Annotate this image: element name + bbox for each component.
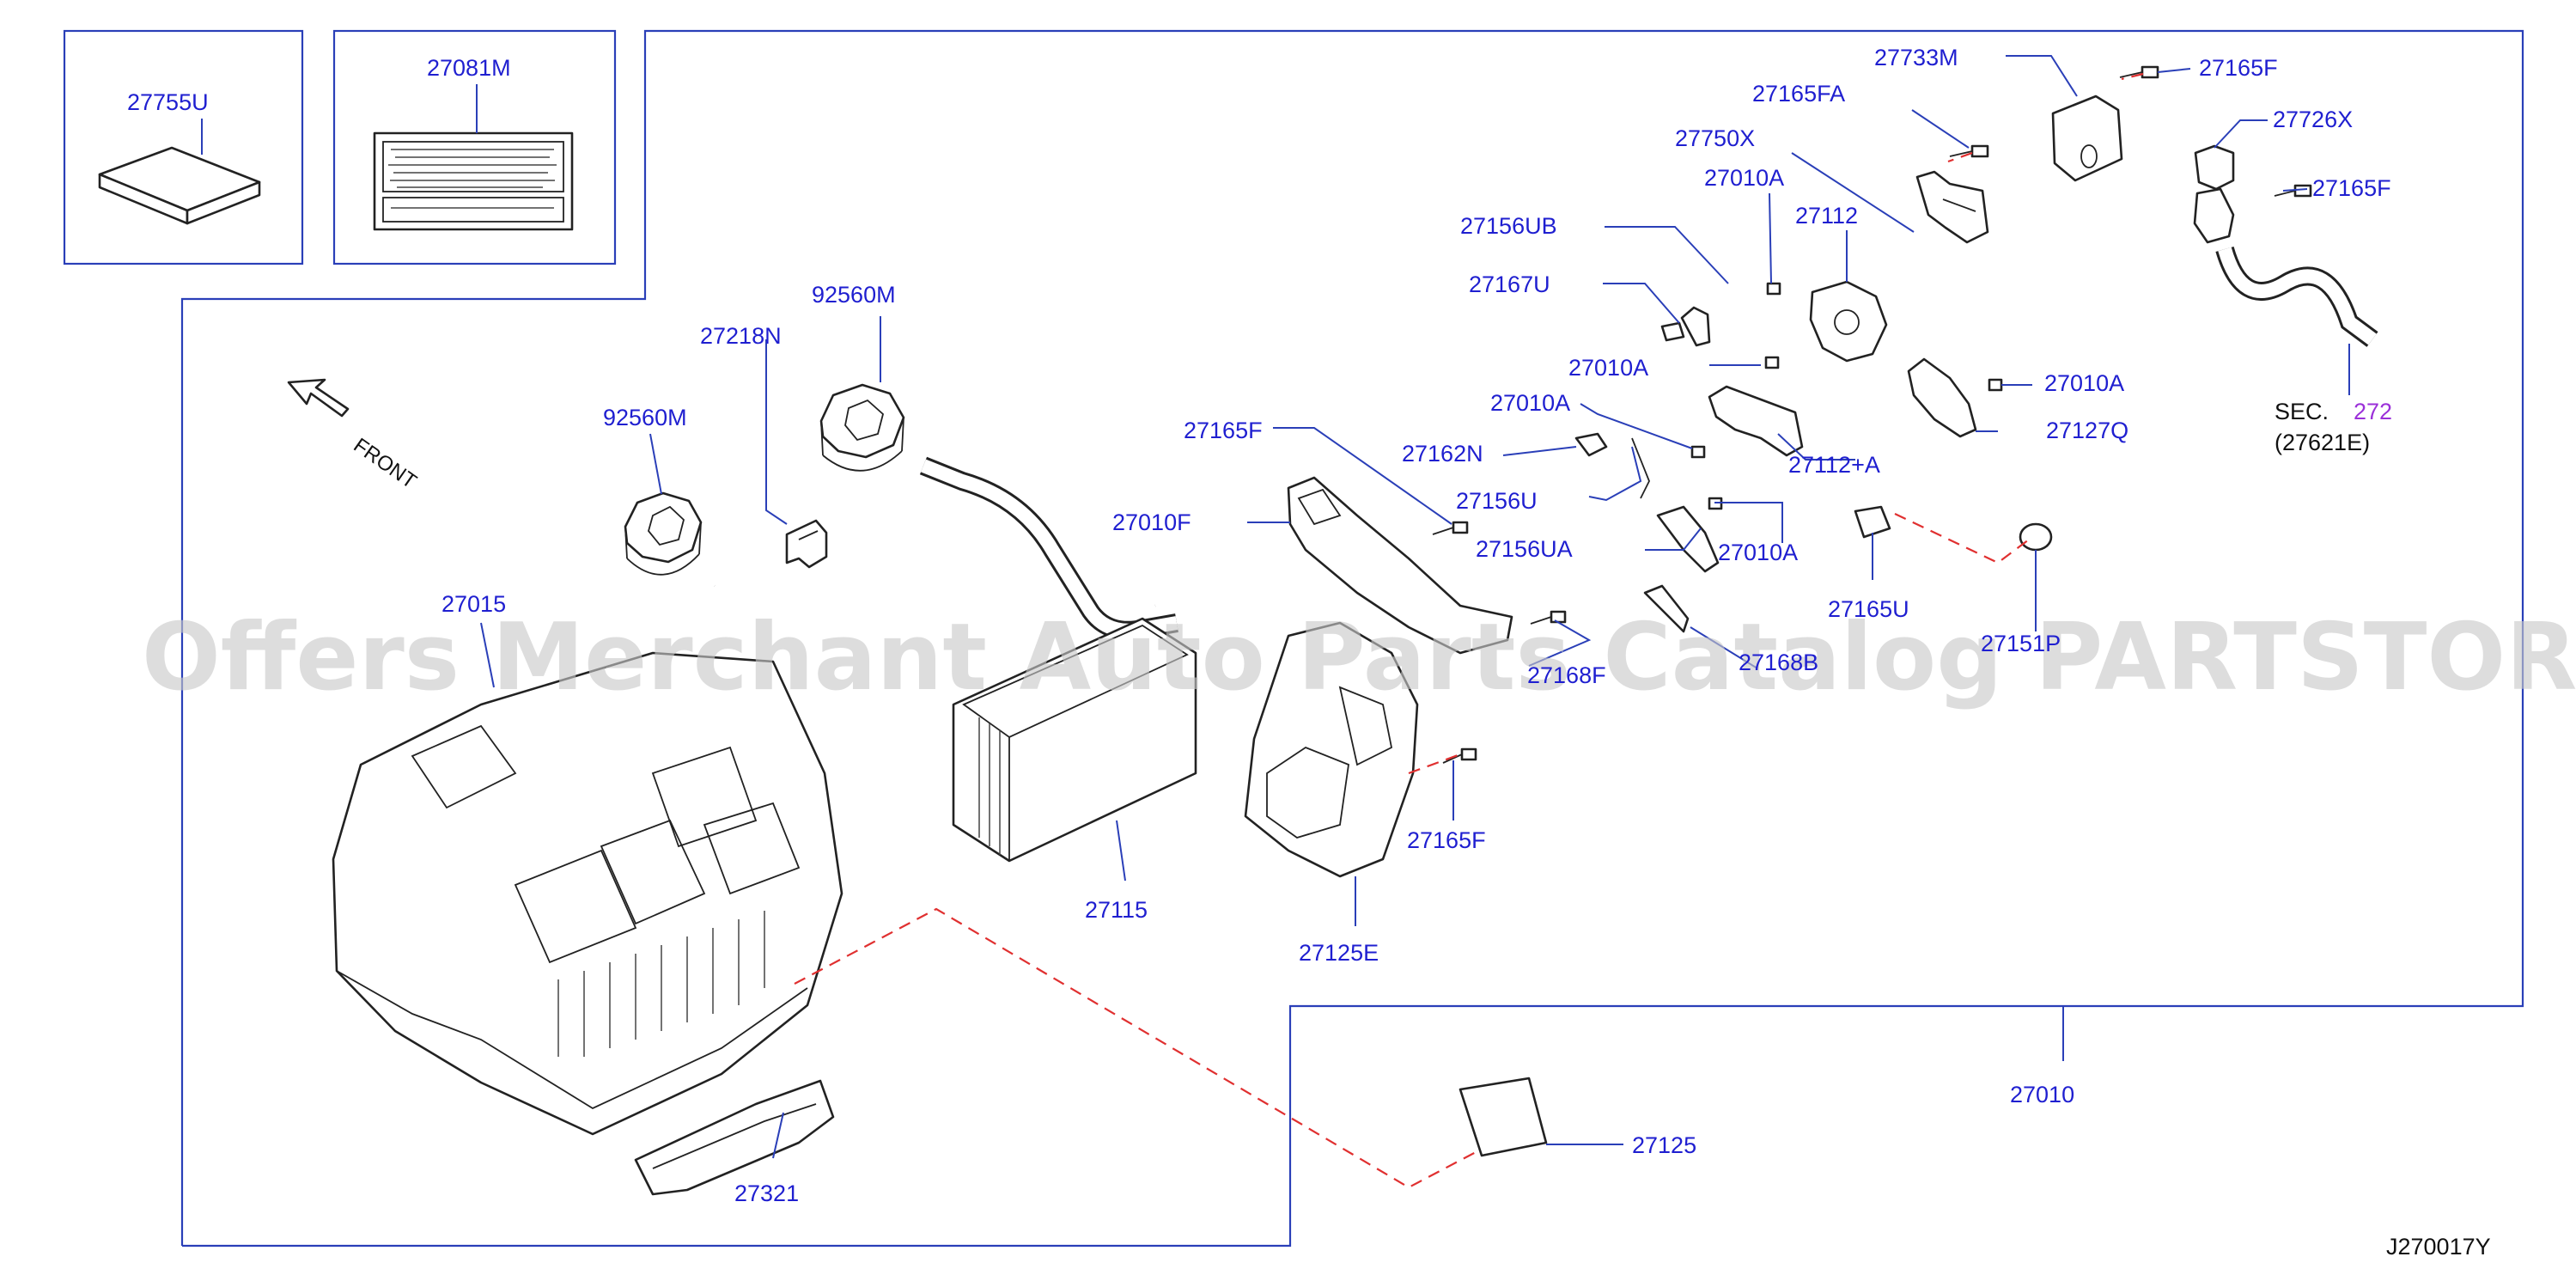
lever-27112A	[1708, 385, 1804, 457]
air-filter-27755U	[98, 146, 261, 225]
label-27156UA[interactable]: 27156UA	[1476, 536, 1573, 562]
label-27010[interactable]: 27010	[2010, 1082, 2074, 1107]
label-27165F-case[interactable]: 27165F	[1184, 418, 1263, 443]
lever-27127Q	[1907, 357, 1977, 438]
label-27168B[interactable]: 27168B	[1739, 650, 1818, 675]
bracket-27750X	[1915, 170, 1989, 244]
duct-27321	[634, 1079, 835, 1196]
label-27218N[interactable]: 27218N	[700, 323, 782, 349]
hvac-housing-27015	[332, 651, 843, 1136]
clip-27218N	[785, 519, 828, 569]
section-number-link[interactable]: 272	[2354, 399, 2392, 424]
label-27165F-top[interactable]: 27165F	[2199, 55, 2278, 81]
label-27750X[interactable]: 27750X	[1675, 125, 1755, 151]
label-27726X[interactable]: 27726X	[2273, 107, 2353, 132]
filter-kit-27081M	[373, 131, 574, 231]
label-27165F-lower[interactable]: 27165F	[1407, 827, 1486, 853]
label-92560M-right[interactable]: 92560M	[812, 282, 896, 308]
aspirator-27726X	[2193, 144, 2378, 347]
front-arrow	[287, 378, 350, 418]
blower-fan-right	[819, 383, 905, 472]
link-27112	[1809, 280, 1888, 363]
label-92560M-left[interactable]: 92560M	[603, 405, 687, 430]
label-27010A-right[interactable]: 27010A	[2044, 370, 2124, 396]
section-prefix: SEC.	[2275, 399, 2329, 424]
label-27156U[interactable]: 27156U	[1456, 488, 1538, 514]
label-27733M[interactable]: 27733M	[1874, 45, 1958, 70]
label-27125[interactable]: 27125	[1632, 1132, 1696, 1158]
label-27112[interactable]: 27112	[1795, 203, 1858, 229]
heater-core-27115	[952, 617, 1197, 863]
label-27168F[interactable]: 27168F	[1527, 662, 1606, 688]
filter-kit-box	[332, 29, 617, 265]
label-27010A-mid[interactable]: 27010A	[1568, 355, 1648, 381]
label-27112A[interactable]: 27112+A	[1788, 452, 1880, 478]
label-27165F-aspirator[interactable]: 27165F	[2312, 175, 2391, 201]
label-27321[interactable]: 27321	[734, 1180, 799, 1206]
main-assembly-frame	[180, 29, 2524, 1248]
motor-27733M	[2051, 95, 2123, 182]
label-27010A-bottom[interactable]: 27010A	[1718, 540, 1798, 565]
label-27167U[interactable]: 27167U	[1469, 271, 1550, 297]
label-27151P[interactable]: 27151P	[1981, 631, 2061, 656]
front-label: FRONT	[350, 434, 421, 494]
section-subref: (27621E)	[2275, 430, 2370, 455]
label-27165FA[interactable]: 27165FA	[1752, 81, 1845, 107]
label-27015[interactable]: 27015	[442, 591, 506, 617]
diagram-id: J270017Y	[2386, 1234, 2491, 1260]
watermark: Offers Merchant Auto Parts Catalog PARTS…	[142, 604, 2576, 711]
blower-fan-left	[624, 491, 703, 576]
case-27010F	[1287, 476, 1513, 655]
label-27081M[interactable]: 27081M	[427, 55, 511, 81]
label-27125E[interactable]: 27125E	[1299, 940, 1379, 966]
label-27165U[interactable]: 27165U	[1828, 596, 1909, 622]
dashed-connectors	[794, 72, 2144, 1189]
label-27127Q[interactable]: 27127Q	[2046, 418, 2128, 443]
heater-pipes	[711, 456, 1178, 640]
label-27010A-top[interactable]: 27010A	[1704, 165, 1784, 191]
label-27010A-left[interactable]: 27010A	[1490, 390, 1570, 416]
case-27125E	[1244, 621, 1419, 878]
filter-box	[63, 29, 304, 265]
leader-lines	[201, 55, 2350, 1159]
section-reference: SEC. 272 (27621E)	[2275, 399, 2392, 455]
part-labels: 27755U 27081M 27733M 27165F 27165FA 2772…	[127, 45, 2391, 1206]
label-27115[interactable]: 27115	[1085, 897, 1148, 923]
label-27755U[interactable]: 27755U	[127, 89, 209, 115]
label-27162N[interactable]: 27162N	[1402, 441, 1483, 467]
frames	[63, 29, 2524, 1248]
label-27156UB[interactable]: 27156UB	[1460, 213, 1557, 239]
label-27010F[interactable]: 27010F	[1112, 509, 1191, 535]
